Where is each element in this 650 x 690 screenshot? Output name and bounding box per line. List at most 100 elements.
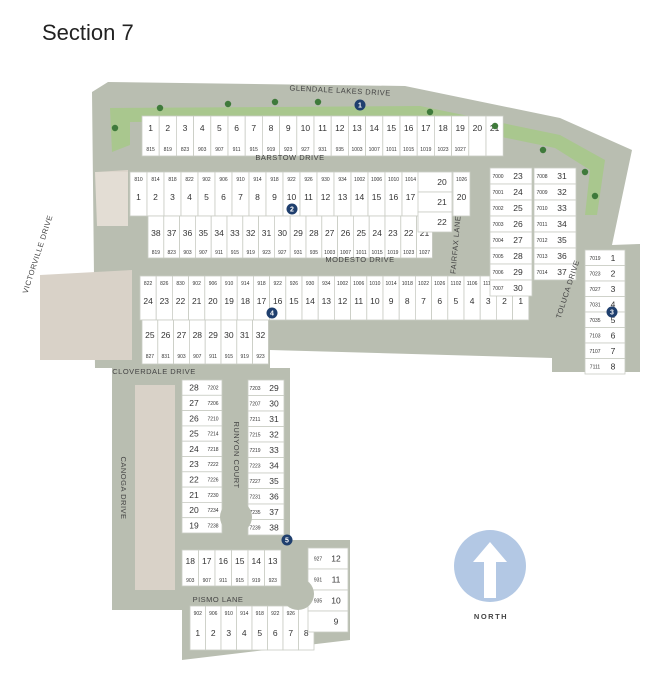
marker-5[interactable]: 5 xyxy=(281,534,293,546)
marker-2[interactable]: 2 xyxy=(286,203,298,215)
lot[interactable]: 20 xyxy=(468,115,487,157)
lot[interactable]: 21 xyxy=(485,115,504,157)
marker-1[interactable]: 1 xyxy=(354,99,366,111)
marker-4[interactable]: 4 xyxy=(266,307,278,319)
marker-3[interactable]: 3 xyxy=(606,306,618,318)
lot[interactable]: 21 xyxy=(417,191,453,213)
